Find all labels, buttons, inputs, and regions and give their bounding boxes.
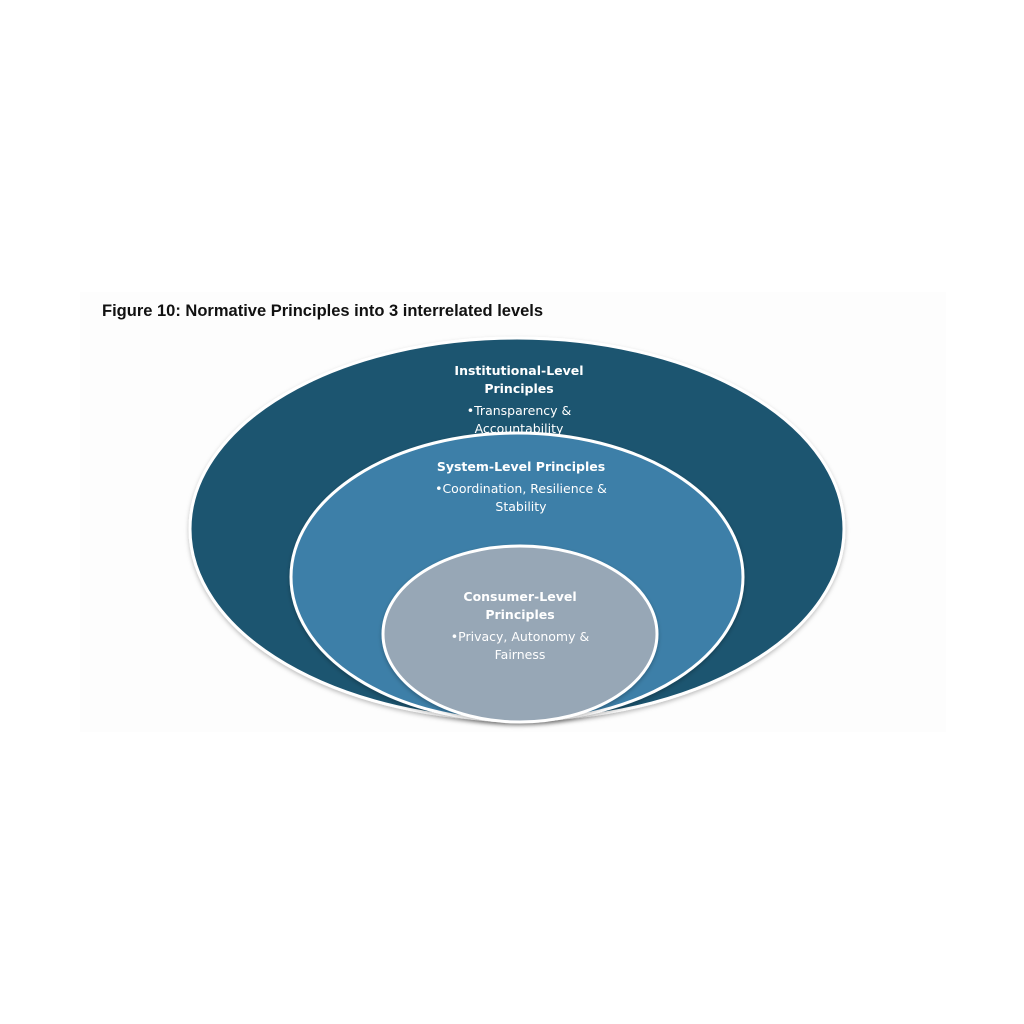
institutional-level-label: Institutional-Level Principles •Transpar… xyxy=(419,362,619,438)
system-level-bullet: •Coordination, Resilience & Stability xyxy=(435,481,607,514)
figure-title: Figure 10: Normative Principles into 3 i… xyxy=(102,302,544,320)
consumer-level-label: Consumer-Level Principles •Privacy, Auto… xyxy=(451,588,589,664)
consumer-level-ellipse xyxy=(381,544,659,724)
system-level-heading: System-Level Principles xyxy=(436,459,606,474)
consumer-level-bullet: •Privacy, Autonomy & Fairness xyxy=(450,629,590,662)
institutional-level-heading: Institutional-Level Principles xyxy=(454,363,584,396)
system-level-label: System-Level Principles •Coordination, R… xyxy=(421,458,621,516)
consumer-level-heading: Consumer-Level Principles xyxy=(463,589,577,622)
institutional-level-bullet: •Transparency & Accountability xyxy=(466,403,572,436)
